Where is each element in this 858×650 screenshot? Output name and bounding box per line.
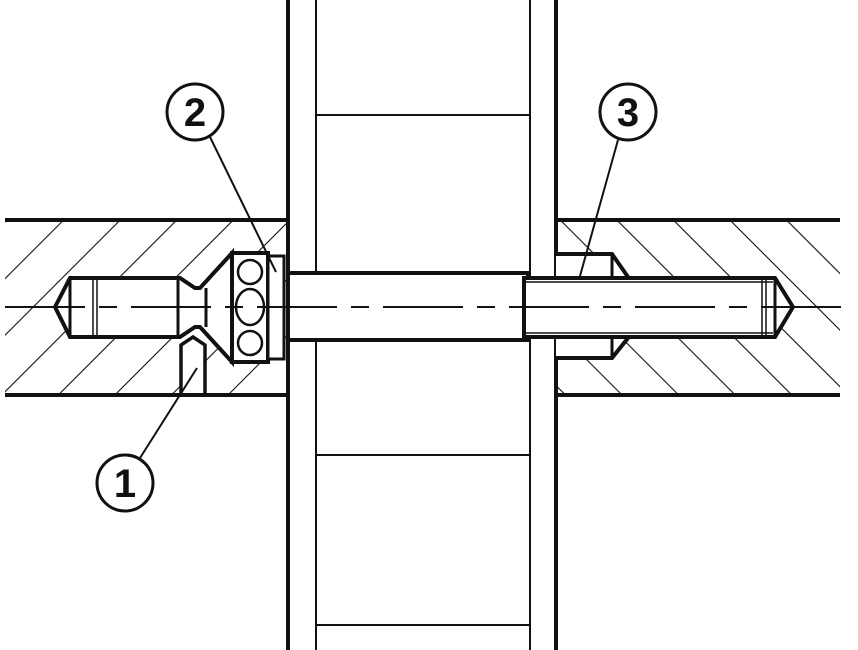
callout-label-1: 1 — [114, 462, 136, 506]
callout-label-3: 3 — [617, 91, 639, 135]
callout-2: 2 — [165, 82, 225, 142]
callout-1: 1 — [95, 453, 155, 513]
callout-label-2: 2 — [184, 91, 206, 135]
callout-3: 3 — [598, 82, 658, 142]
set-pin — [179, 334, 207, 393]
leader-lines — [139, 136, 619, 459]
